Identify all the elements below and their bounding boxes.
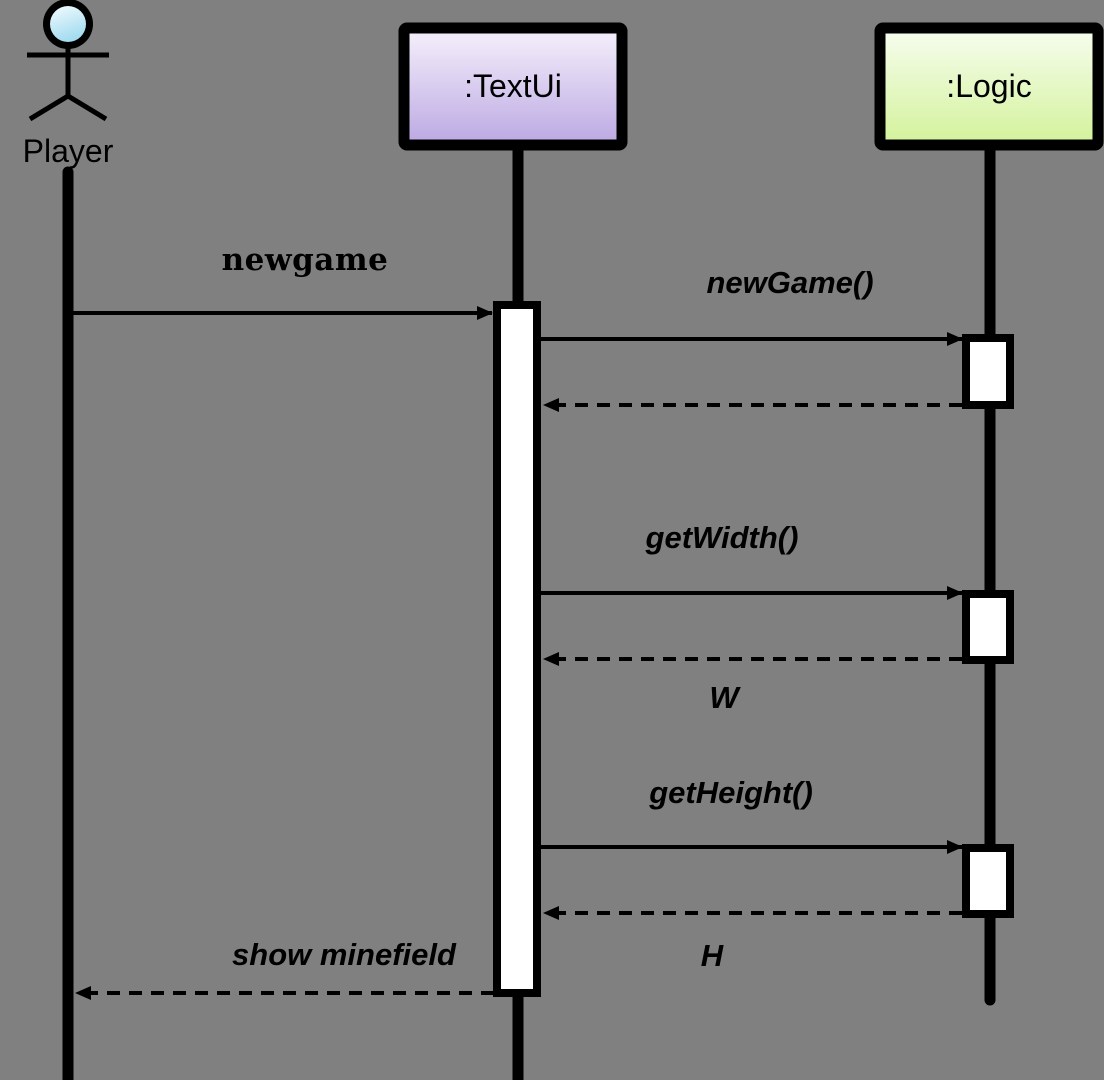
- message-getwidth[interactable]: getWidth(): [540, 520, 963, 600]
- actor-head-icon: [50, 6, 86, 42]
- participant-label-textui: :TextUi: [464, 68, 562, 104]
- message-label-return-height: H: [701, 938, 724, 973]
- message-label-newgame-call: newGame(): [706, 265, 873, 300]
- actor-label-player: Player: [23, 133, 114, 169]
- message-show-minefield[interactable]: show minefield: [75, 937, 494, 1000]
- participant-textui[interactable]: :TextUi: [398, 22, 628, 151]
- activation-bar-logic-getheight: [962, 844, 1014, 918]
- message-newgame-call[interactable]: newGame(): [540, 265, 963, 346]
- message-label-getheight: getHeight(): [648, 775, 813, 810]
- activation-bar-textui: [493, 301, 541, 997]
- message-label-newgame: newgame: [222, 242, 389, 278]
- participant-label-logic: :Logic: [946, 68, 1031, 104]
- message-label-getwidth: getWidth(): [645, 520, 799, 555]
- actor-player[interactable]: Player: [23, 0, 114, 169]
- message-label-return-width: W: [709, 680, 741, 715]
- message-label-show-minefield: show minefield: [232, 937, 457, 972]
- actor-leg-left: [28, 93, 70, 122]
- activation-bar-logic-newgame: [962, 334, 1014, 409]
- message-newgame[interactable]: newgame: [70, 242, 493, 320]
- participant-logic[interactable]: :Logic: [874, 22, 1104, 151]
- message-getheight[interactable]: getHeight(): [540, 775, 963, 854]
- activation-bar-logic-getwidth: [962, 590, 1014, 664]
- actor-leg-right: [66, 93, 108, 122]
- message-return-height[interactable]: H: [543, 906, 962, 973]
- message-return-width[interactable]: W: [543, 652, 962, 715]
